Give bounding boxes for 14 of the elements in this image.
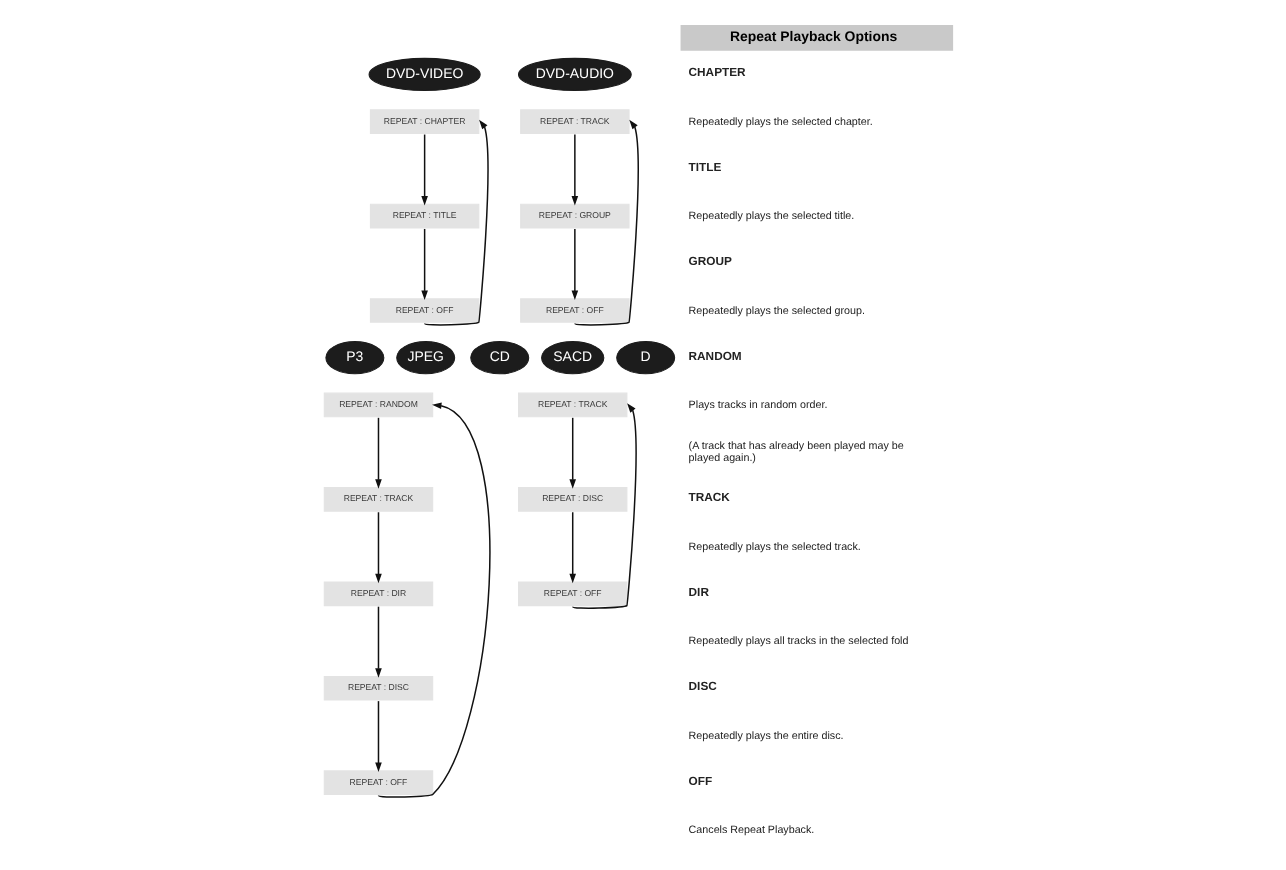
arrow: [421, 228, 428, 300]
arrow: [569, 417, 577, 489]
arrow: [574, 119, 639, 326]
arrow: [571, 228, 579, 300]
arrow: [571, 133, 579, 206]
arrow: [375, 511, 382, 584]
arrow: [375, 417, 382, 489]
arrow: [375, 700, 382, 773]
arrow: [375, 605, 382, 678]
arrow: [571, 403, 637, 609]
arrow: [421, 133, 428, 206]
arrow: [377, 402, 491, 798]
arrow: [569, 511, 577, 584]
arrow: [423, 119, 489, 326]
